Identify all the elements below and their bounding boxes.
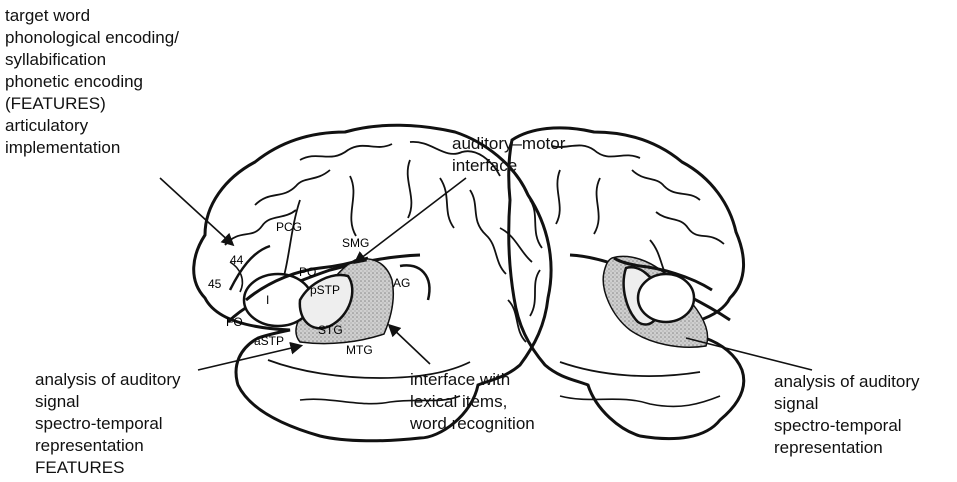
label-line: signal <box>774 393 920 415</box>
label-line: target word <box>5 5 179 27</box>
label-auditory-motor: auditory–motor interface <box>452 133 565 177</box>
label-line: spectro-temporal <box>35 413 181 435</box>
label-line: FEATURES <box>35 457 181 479</box>
region-label-fo: FO <box>226 315 243 329</box>
region-label-po: PO <box>299 265 316 279</box>
region-label-insula: I <box>266 293 269 307</box>
label-line: representation <box>35 435 181 457</box>
label-line: lexical items, <box>410 391 535 413</box>
label-line: representation <box>774 437 920 459</box>
arrow-analysis-right <box>686 338 812 370</box>
label-line: articulatory <box>5 115 179 137</box>
label-line: implementation <box>5 137 179 159</box>
region-label-astp: aSTP <box>254 334 284 348</box>
region-label-ag: AG <box>393 276 410 290</box>
region-label-45: 45 <box>208 277 222 291</box>
label-line: (FEATURES) <box>5 93 179 115</box>
label-analysis-right: analysis of auditory signal spectro-temp… <box>774 371 920 459</box>
arrow-lexical <box>390 326 430 364</box>
region-label-smg: SMG <box>342 236 369 250</box>
label-line: auditory–motor <box>452 133 565 155</box>
label-line: spectro-temporal <box>774 415 920 437</box>
label-line: interface <box>452 155 565 177</box>
region-label-pcg: PCG <box>276 220 302 234</box>
region-label-stg: STG <box>318 323 343 337</box>
label-line: phonetic encoding <box>5 71 179 93</box>
label-lexical-interface: interface with lexical items, word recog… <box>410 369 535 435</box>
label-line: analysis of auditory <box>774 371 920 393</box>
region-label-44: 44 <box>230 253 244 267</box>
region-label-mtg: MTG <box>346 343 373 357</box>
label-analysis-left: analysis of auditory signal spectro-temp… <box>35 369 181 479</box>
label-line: word recognition <box>410 413 535 435</box>
label-line: analysis of auditory <box>35 369 181 391</box>
label-line: interface with <box>410 369 535 391</box>
label-line: phonological encoding/ <box>5 27 179 49</box>
label-production-pathway: target word phonological encoding/ sylla… <box>5 5 179 159</box>
label-line: syllabification <box>5 49 179 71</box>
region-label-pstp: pSTP <box>310 283 340 297</box>
label-line: signal <box>35 391 181 413</box>
